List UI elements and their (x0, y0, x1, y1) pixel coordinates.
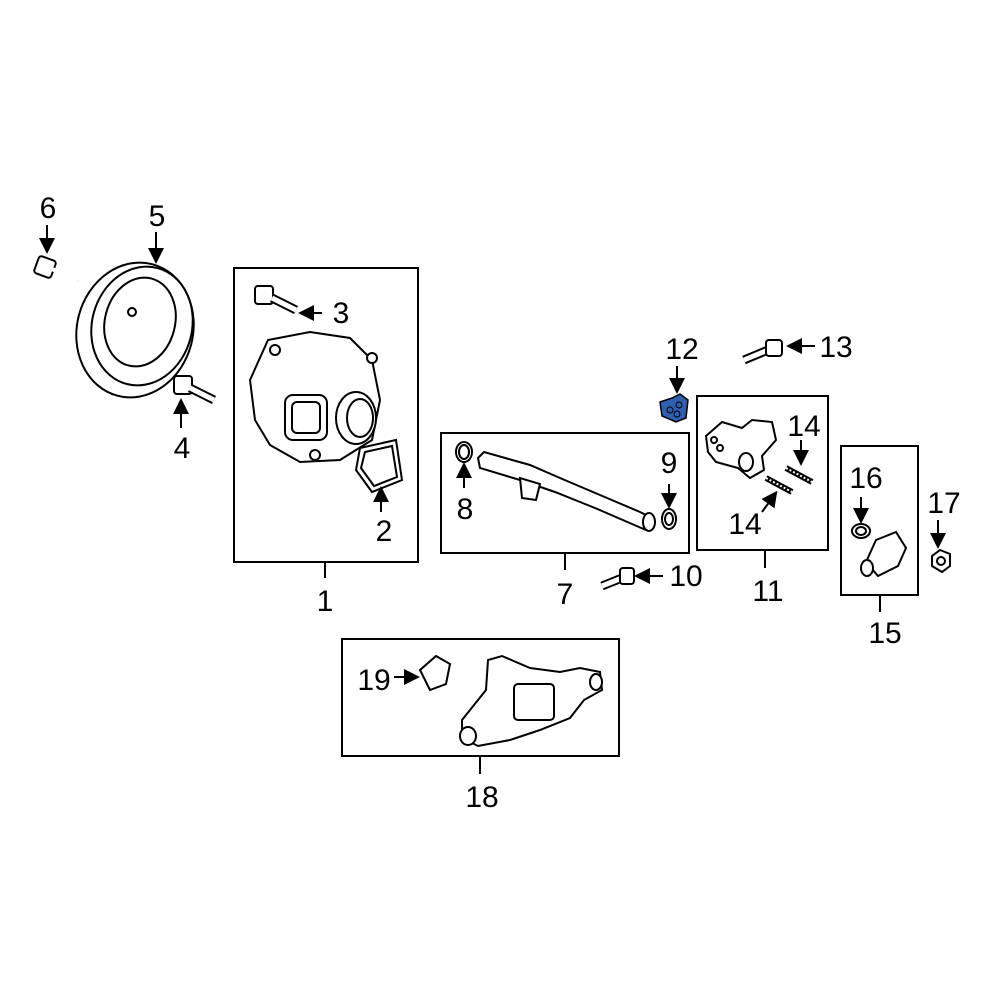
callout-4[interactable]: 4 (174, 432, 191, 465)
part-6-bolt[interactable] (33, 255, 79, 283)
callout-18[interactable]: 18 (465, 781, 498, 814)
callout-2[interactable]: 2 (376, 515, 393, 548)
part-11-housing[interactable] (704, 418, 778, 480)
part-7-coolant-pipe[interactable] (476, 450, 656, 532)
part-14-stud-upper[interactable] (784, 465, 814, 485)
callout-9[interactable]: 9 (661, 447, 678, 480)
part-16-o-ring[interactable] (851, 523, 871, 539)
callout-17[interactable]: 17 (927, 487, 960, 520)
callout-13[interactable]: 13 (819, 331, 852, 364)
part-2-gasket[interactable] (354, 438, 404, 494)
callout-3[interactable]: 3 (333, 297, 350, 330)
part-9-o-ring[interactable] (661, 508, 677, 530)
part-1-water-pump[interactable] (248, 330, 382, 464)
callout-10[interactable]: 10 (669, 560, 702, 593)
callout-1[interactable]: 1 (317, 585, 334, 618)
part-10-bolt[interactable] (600, 567, 635, 591)
callout-5[interactable]: 5 (149, 200, 166, 233)
callout-14-upper[interactable]: 14 (787, 410, 820, 443)
callout-19[interactable]: 19 (357, 664, 390, 697)
callout-14-lower[interactable]: 14 (728, 508, 761, 541)
part-18-thermostat-housing[interactable] (459, 654, 604, 748)
part-4-bolt[interactable] (173, 375, 217, 405)
part-5-pulley[interactable] (61, 249, 208, 410)
callout-6[interactable]: 6 (40, 192, 57, 225)
callout-12[interactable]: 12 (665, 333, 698, 366)
part-13-bolt[interactable] (742, 339, 783, 365)
callout-8[interactable]: 8 (457, 493, 474, 526)
callout-11[interactable]: 11 (752, 575, 783, 608)
callout-15[interactable]: 15 (868, 617, 901, 650)
callout-7[interactable]: 7 (557, 578, 574, 611)
leader-14-lower (761, 490, 778, 513)
part-12-gasket-highlighted[interactable] (659, 393, 689, 423)
callout-16[interactable]: 16 (849, 462, 882, 495)
part-19-gasket[interactable] (418, 654, 452, 692)
part-3-bolt[interactable] (254, 285, 299, 315)
part-15-outlet[interactable] (860, 530, 908, 578)
group-box-11 (696, 395, 829, 551)
part-14-stud-lower[interactable] (764, 475, 794, 495)
part-8-o-ring[interactable] (455, 441, 473, 463)
part-17-nut[interactable] (931, 548, 951, 574)
